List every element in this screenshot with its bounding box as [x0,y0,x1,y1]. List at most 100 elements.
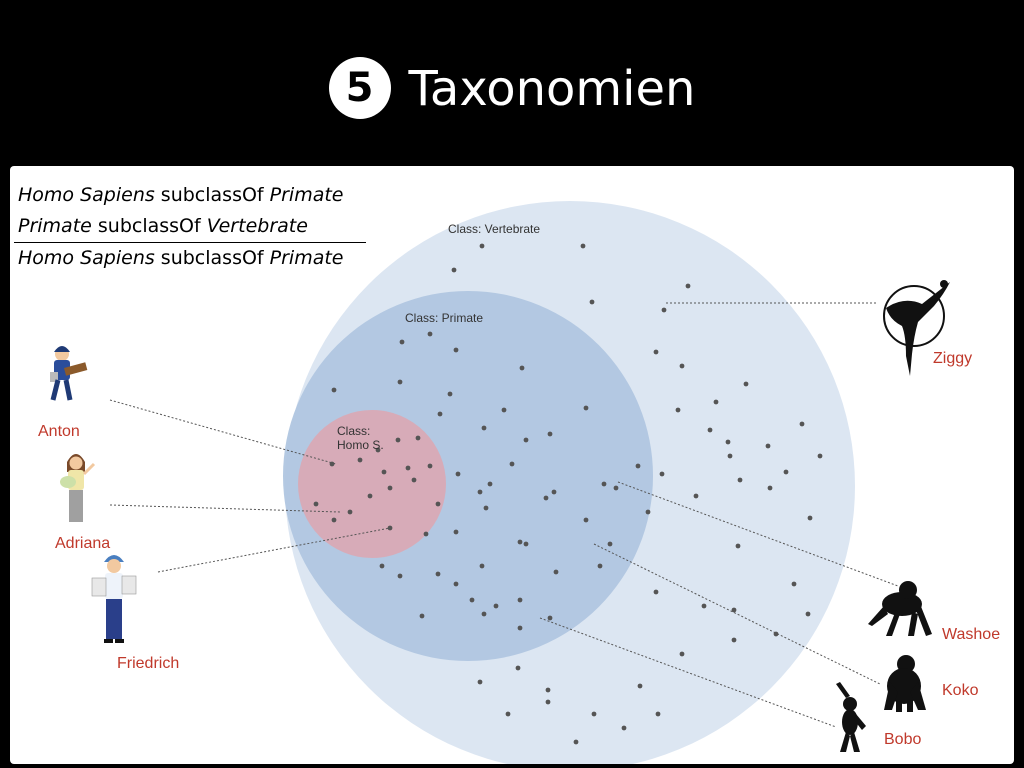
conclusion: Homo Sapiens subclassOf Primate [18,247,344,269]
instance-dot [817,453,823,459]
instance-dot [405,465,411,471]
instance-dot [731,607,737,613]
instance-dot [427,331,433,337]
instance-dot [799,421,805,427]
chimpanzee-icon [868,581,932,636]
instance-dot [653,589,659,595]
instance-dot [453,581,459,587]
taxonomy-diagram [50,201,950,764]
instance-dot [455,471,461,477]
instance-dot [419,613,425,619]
instance-dot [517,539,523,545]
instance-dot [635,463,641,469]
instance-dot [659,471,665,477]
instance-dot [435,501,441,507]
instance-dot [580,243,586,249]
connector-bobo [539,617,837,728]
instance-dot [313,501,319,507]
instance-dot [573,739,579,745]
instance-dot [515,665,521,671]
connector-washoe [617,481,899,587]
instance-dot [653,349,659,355]
instance-dot [807,515,813,521]
instance-dot [453,529,459,535]
instance-dot [379,563,385,569]
instance-dot [655,711,661,717]
instance-dot [551,489,557,495]
instance-dot [435,571,441,577]
instance-dot [483,505,489,511]
gorilla-icon [884,655,926,712]
premise-1: Homo Sapiens subclassOf Primate [18,184,344,206]
instance-dot [493,603,499,609]
bonobo-icon [836,682,866,752]
instance-dot [523,437,529,443]
instance-dot [601,481,607,487]
instance-dot [543,495,549,501]
instance-dot [583,517,589,523]
instance-dot [727,453,733,459]
instance-dot [545,687,551,693]
slide-number-badge: 5 [328,57,391,119]
person-adriana-icon [60,454,96,522]
instance-dot [395,437,401,443]
instance-dot [517,625,523,631]
instance-dot [765,443,771,449]
person-anton-icon [50,346,88,401]
instance-dot [545,699,551,705]
homo-class-label: Class: Homo S. [337,424,384,452]
instance-dot [621,725,627,731]
instance-dot [685,283,691,289]
instance-dot [713,399,719,405]
instance-dot [477,679,483,685]
instance-dot [397,379,403,385]
instance-dots [313,243,823,745]
instance-dot [487,481,493,487]
instance-dot [743,381,749,387]
label-anton: Anton [38,423,80,440]
instance-dot [375,447,381,453]
instance-dot [783,469,789,475]
instance-dot [331,517,337,523]
label-koko: Koko [942,682,979,699]
instance-dot [805,611,811,617]
instance-dot [679,651,685,657]
instance-dot [415,435,421,441]
instance-dot [661,307,667,313]
vertebrate-class-label: Class: Vertebrate [448,222,541,236]
primate-circle [283,291,653,661]
label-adriana: Adriana [55,535,111,552]
instance-dot [411,477,417,483]
label-washoe: Washoe [942,626,1001,643]
instance-dot [347,509,353,515]
instance-dot [637,683,643,689]
instance-dot [437,411,443,417]
instance-dot [481,611,487,617]
instance-dot [547,431,553,437]
instance-dot [645,509,651,515]
slide-title-text: Taxonomien [408,61,696,117]
instance-dot [675,407,681,413]
instance-dot [707,427,713,433]
instance-dot [725,439,731,445]
label-ziggy: Ziggy [933,350,973,367]
instance-dot [701,603,707,609]
instance-dot [381,469,387,475]
person-friedrich-icon [91,555,137,643]
instance-dot [469,597,475,603]
instance-dot [547,615,553,621]
instance-dot [331,387,337,393]
instance-dot [479,243,485,249]
instance-dot [357,457,363,463]
instance-dot [591,711,597,717]
instance-dot [607,541,613,547]
instance-dot [523,541,529,547]
diagram-panel: Homo Sapiens subclassOf Primate Primate … [10,166,1014,764]
instance-dot [735,543,741,549]
instance-dot [583,405,589,411]
label-friedrich: Friedrich [117,655,180,672]
rule-divider [14,242,366,243]
inference-rule: Homo Sapiens subclassOf Primate Primate … [14,180,366,274]
slide-title: 5 Taxonomien [0,56,1024,123]
instance-dot [367,493,373,499]
